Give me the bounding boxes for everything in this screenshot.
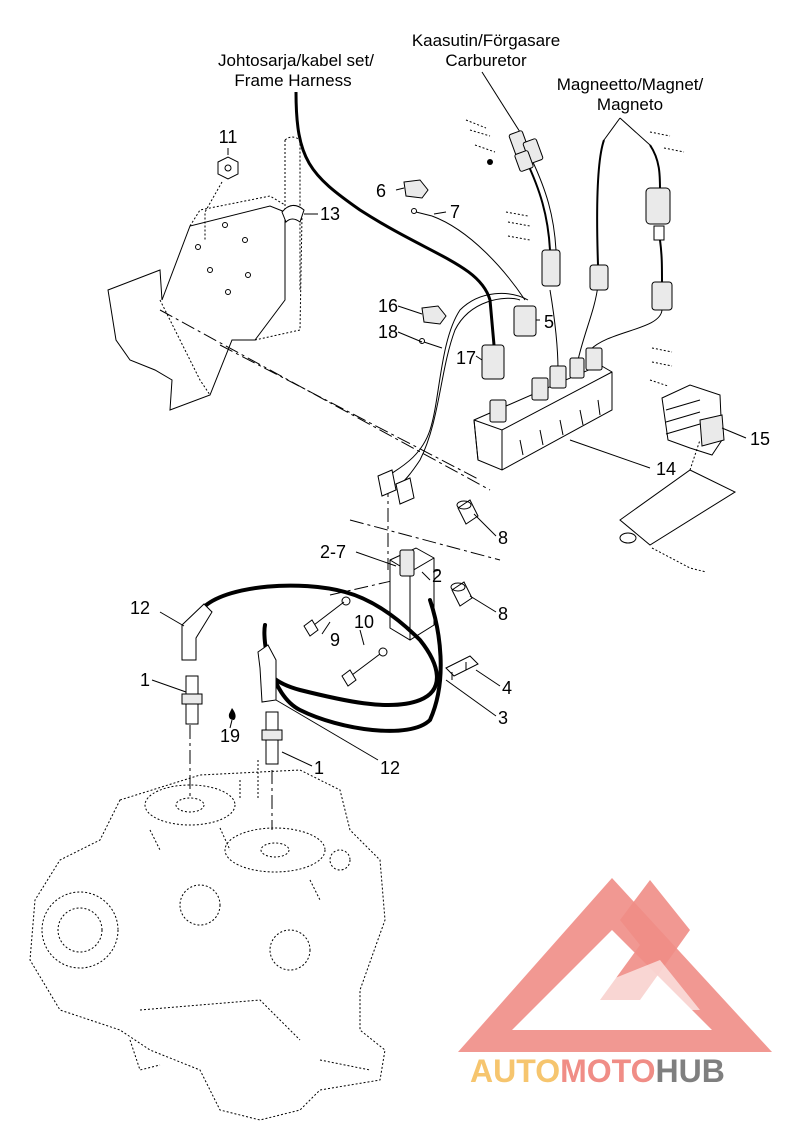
callout-17: 17 [456,348,476,368]
callout-9: 9 [330,630,340,650]
callout-3: 3 [498,708,508,728]
alignment-lines [159,309,501,830]
callout-13: 13 [320,204,340,224]
callout-1-right: 1 [314,758,324,778]
engine-block [29,760,386,1121]
spark-plug-part-1-left [181,675,203,725]
magneto-connector-right [651,281,673,311]
callout-10: 10 [354,612,374,632]
magneto-connector-upper [645,187,671,241]
small-terminals [465,119,685,387]
bracket-part-15 [661,384,725,456]
spark-plug-cap-part-12-left [181,603,213,661]
svg-text:Kaasutin/Förgasare: Kaasutin/Förgasare [412,31,560,50]
magneto-connector-left [589,264,609,291]
bolt-part-9-lower [341,647,388,687]
frame-bracket [107,136,303,411]
connector-part-5 [513,305,537,337]
carburetor-label: Kaasutin/Förgasare Carburetor [412,31,560,70]
boot-part-6 [403,179,429,199]
watermark-text: AUTOMOTOHUB [470,1053,725,1089]
callout-7: 7 [450,202,460,222]
callout-8-lower: 8 [498,604,508,624]
callout-5: 5 [544,312,554,332]
bolt-part-9-upper [303,596,351,637]
svg-text:Johtosarja/kabel set/: Johtosarja/kabel set/ [218,51,374,70]
spacer-part-8-upper [456,499,479,525]
callout-1-left: 1 [140,670,150,690]
frame-harness-label: Johtosarja/kabel set/ Frame Harness [218,51,374,90]
carburetor-connector-lower [541,249,561,287]
callout-11: 11 [219,127,238,147]
mounting-rail [619,439,737,573]
spark-plug-part-1-right [261,711,283,765]
callout-2: 2 [432,566,442,586]
callout-12-left: 12 [130,598,150,618]
callout-19: 19 [220,726,240,746]
automotohub-logo [458,878,772,1052]
callout-4: 4 [502,678,512,698]
cdi-module-part-14 [473,347,613,471]
callout-8-upper: 8 [498,528,508,548]
spark-plug-cap-part-12-right [257,644,277,703]
magneto-label: Magneetto/Magnet/ Magneto [557,75,704,114]
callout-14: 14 [656,459,676,479]
callout-6: 6 [376,181,386,201]
ignition-coil-part-2 [377,469,435,641]
boot-part-16 [421,305,447,325]
leader-lines [151,148,747,767]
svg-text:Magneto: Magneto [597,95,663,114]
frame-harness-wire [294,91,496,346]
connector-part-17 [481,344,505,380]
svg-text:Magneetto/Magnet/: Magneetto/Magnet/ [557,75,704,94]
callout-16: 16 [378,296,398,316]
clip-part-4 [445,655,479,680]
clip-part-13 [281,205,305,223]
terminal-part-18 [419,338,443,349]
nut-part-11 [204,156,239,240]
spacer-part-8-lower [450,581,473,607]
carburetor-connector-upper [508,130,544,172]
svg-text:Carburetor: Carburetor [445,51,527,70]
callout-15: 15 [750,429,770,449]
callout-numbers: 11 13 6 7 16 5 18 17 14 15 8 8 2-7 2 12 … [130,127,770,778]
callout-2-7: 2-7 [320,542,346,562]
callout-12-right: 12 [380,758,400,778]
callout-18: 18 [378,322,398,342]
terminal-part-7 [411,208,526,301]
svg-text:Frame Harness: Frame Harness [234,71,351,90]
coil-lead-wires [384,292,529,486]
magneto-wires [577,117,663,361]
grease-drop-part-19 [228,708,236,720]
